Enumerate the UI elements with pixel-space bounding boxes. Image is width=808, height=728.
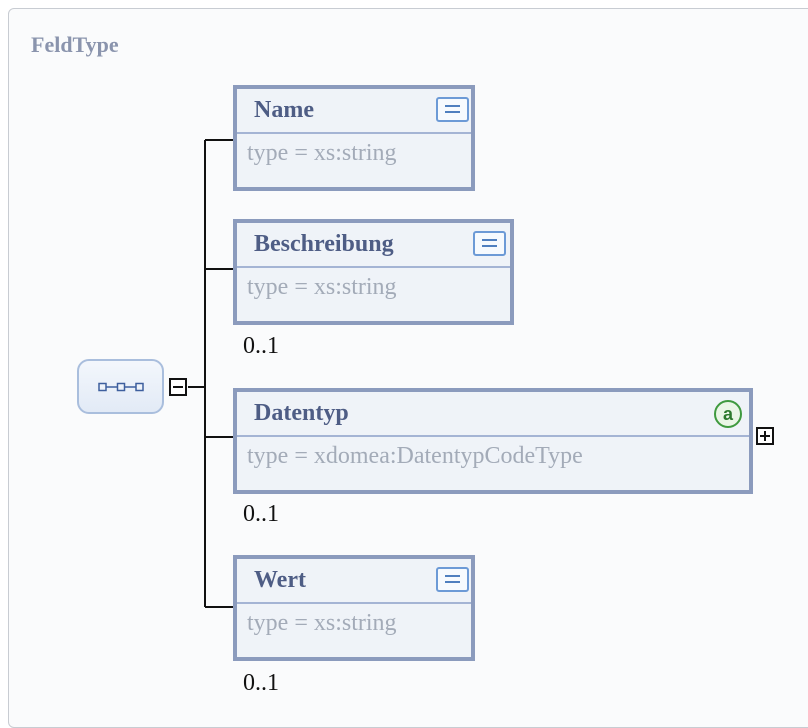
element-name-label: Datentyp <box>254 400 349 426</box>
occurrence-label: 0..1 <box>243 670 279 696</box>
element-type: type = xs:string <box>247 610 397 636</box>
element-beschreibung[interactable]: Beschreibung type = xs:string <box>233 219 514 325</box>
element-datentyp[interactable]: Datentyp a type = xdomea:DatentypCodeTyp… <box>233 388 753 494</box>
simple-content-icon <box>436 567 469 592</box>
expand-toggle[interactable] <box>756 427 774 445</box>
element-type: type = xs:string <box>247 140 397 166</box>
element-type: type = xdomea:DatentypCodeType <box>247 443 583 469</box>
element-type: type = xs:string <box>247 274 397 300</box>
collapse-toggle[interactable] <box>169 378 187 396</box>
occurrence-label: 0..1 <box>243 333 279 359</box>
element-name-label: Wert <box>254 567 306 593</box>
attribute-icon: a <box>714 400 742 428</box>
element-name-label: Name <box>254 97 314 123</box>
simple-content-icon <box>436 97 469 122</box>
element-name-label: Beschreibung <box>254 231 394 257</box>
occurrence-label: 0..1 <box>243 501 279 527</box>
element-name[interactable]: Name type = xs:string <box>233 85 475 191</box>
diagram-title: FeldType <box>31 32 119 57</box>
sequence-icon <box>97 382 144 391</box>
element-wert[interactable]: Wert type = xs:string <box>233 555 475 661</box>
sequence-compositor[interactable] <box>77 359 164 414</box>
simple-content-icon <box>473 231 506 256</box>
